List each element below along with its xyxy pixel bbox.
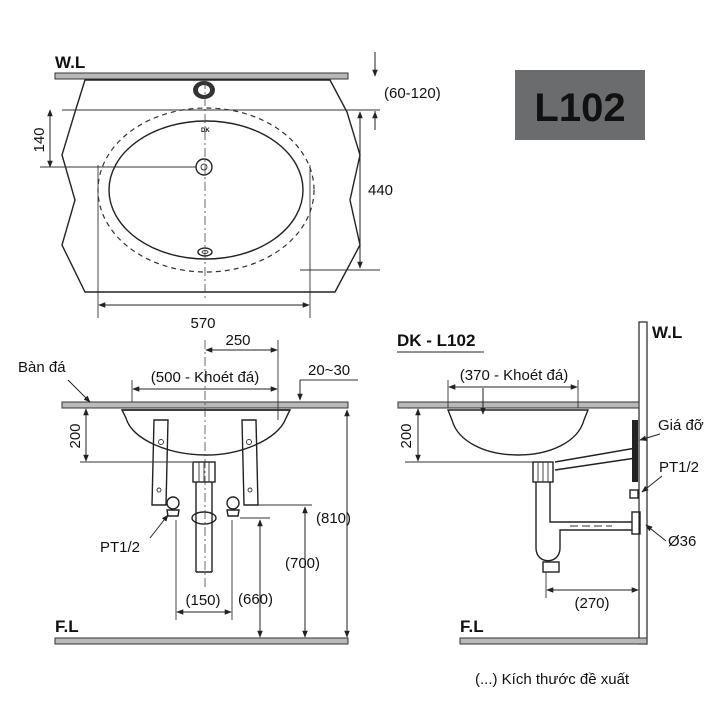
top-wl-slab <box>54 72 349 80</box>
dim-700: (700) <box>285 555 320 572</box>
side-dim-200: 200 <box>398 423 415 448</box>
counter-top-outline <box>61 79 361 293</box>
side-p-trap <box>535 482 632 562</box>
model-badge: L102 <box>515 70 645 140</box>
faucet-hole-inner <box>198 85 210 95</box>
overflow-hole <box>195 158 213 176</box>
front-dim-200: 200 <box>67 423 84 448</box>
dim-faucet-range: (60-120) <box>384 85 441 102</box>
dim-cutout-370: (370 - Khoét đá) <box>460 367 568 384</box>
valve-right <box>226 496 240 517</box>
side-fl-label: F.L <box>460 617 484 636</box>
dim-thickness: 20~30 <box>308 362 350 379</box>
front-drain-pipe <box>195 482 213 573</box>
front-fl-label: F.L <box>55 617 79 636</box>
dim-150: (150) <box>185 592 220 609</box>
dim-140: 140 <box>31 127 48 152</box>
side-valve <box>629 489 639 499</box>
pipe-dia-label: Ø36 <box>668 533 696 550</box>
valve-left <box>166 496 180 517</box>
side-view: DK - L102 W.L (370 - Khoét đá) 200 Giá đ… <box>397 321 704 645</box>
front-pt-label: PT1/2 <box>100 539 140 556</box>
side-wl-label: W.L <box>652 323 682 342</box>
side-wall <box>638 321 648 645</box>
brand-mark: DK <box>201 128 210 134</box>
front-basin-body <box>120 409 292 456</box>
model-badge-text: L102 <box>534 86 625 130</box>
front-view: Bàn đá PT1/2 2 <box>18 332 358 645</box>
top-wl-label: W.L <box>55 53 85 72</box>
side-title: DK - L102 <box>397 331 475 350</box>
bracket-label: Giá đỡ <box>658 417 704 434</box>
counter-label: Bàn đá <box>18 359 66 376</box>
front-floor-slab <box>54 637 349 645</box>
dim-660: (660) <box>238 591 273 608</box>
basin-rim <box>108 120 304 260</box>
model-badge-bg <box>515 70 645 140</box>
side-floor-slab <box>459 637 648 645</box>
dim-250: 250 <box>225 332 250 349</box>
side-basin-body <box>446 409 590 456</box>
side-pt-label: PT1/2 <box>659 459 699 476</box>
footnote: (...) Kích thước đề xuất <box>475 671 630 688</box>
dim-570: 570 <box>190 315 215 332</box>
dim-cutout-500: (500 - Khoét đá) <box>151 369 259 386</box>
front-bracket-left <box>151 419 169 506</box>
dim-270: (270) <box>574 595 609 612</box>
side-bracket-arm <box>554 447 637 471</box>
side-bracket-plate <box>632 420 638 482</box>
top-view: W.L DK 140 (60-120) 440 <box>31 52 441 332</box>
dim-440: 440 <box>368 182 393 199</box>
dim-810: (810) <box>316 510 351 527</box>
side-counter-slab <box>397 401 640 409</box>
side-wall-flange <box>631 511 641 535</box>
